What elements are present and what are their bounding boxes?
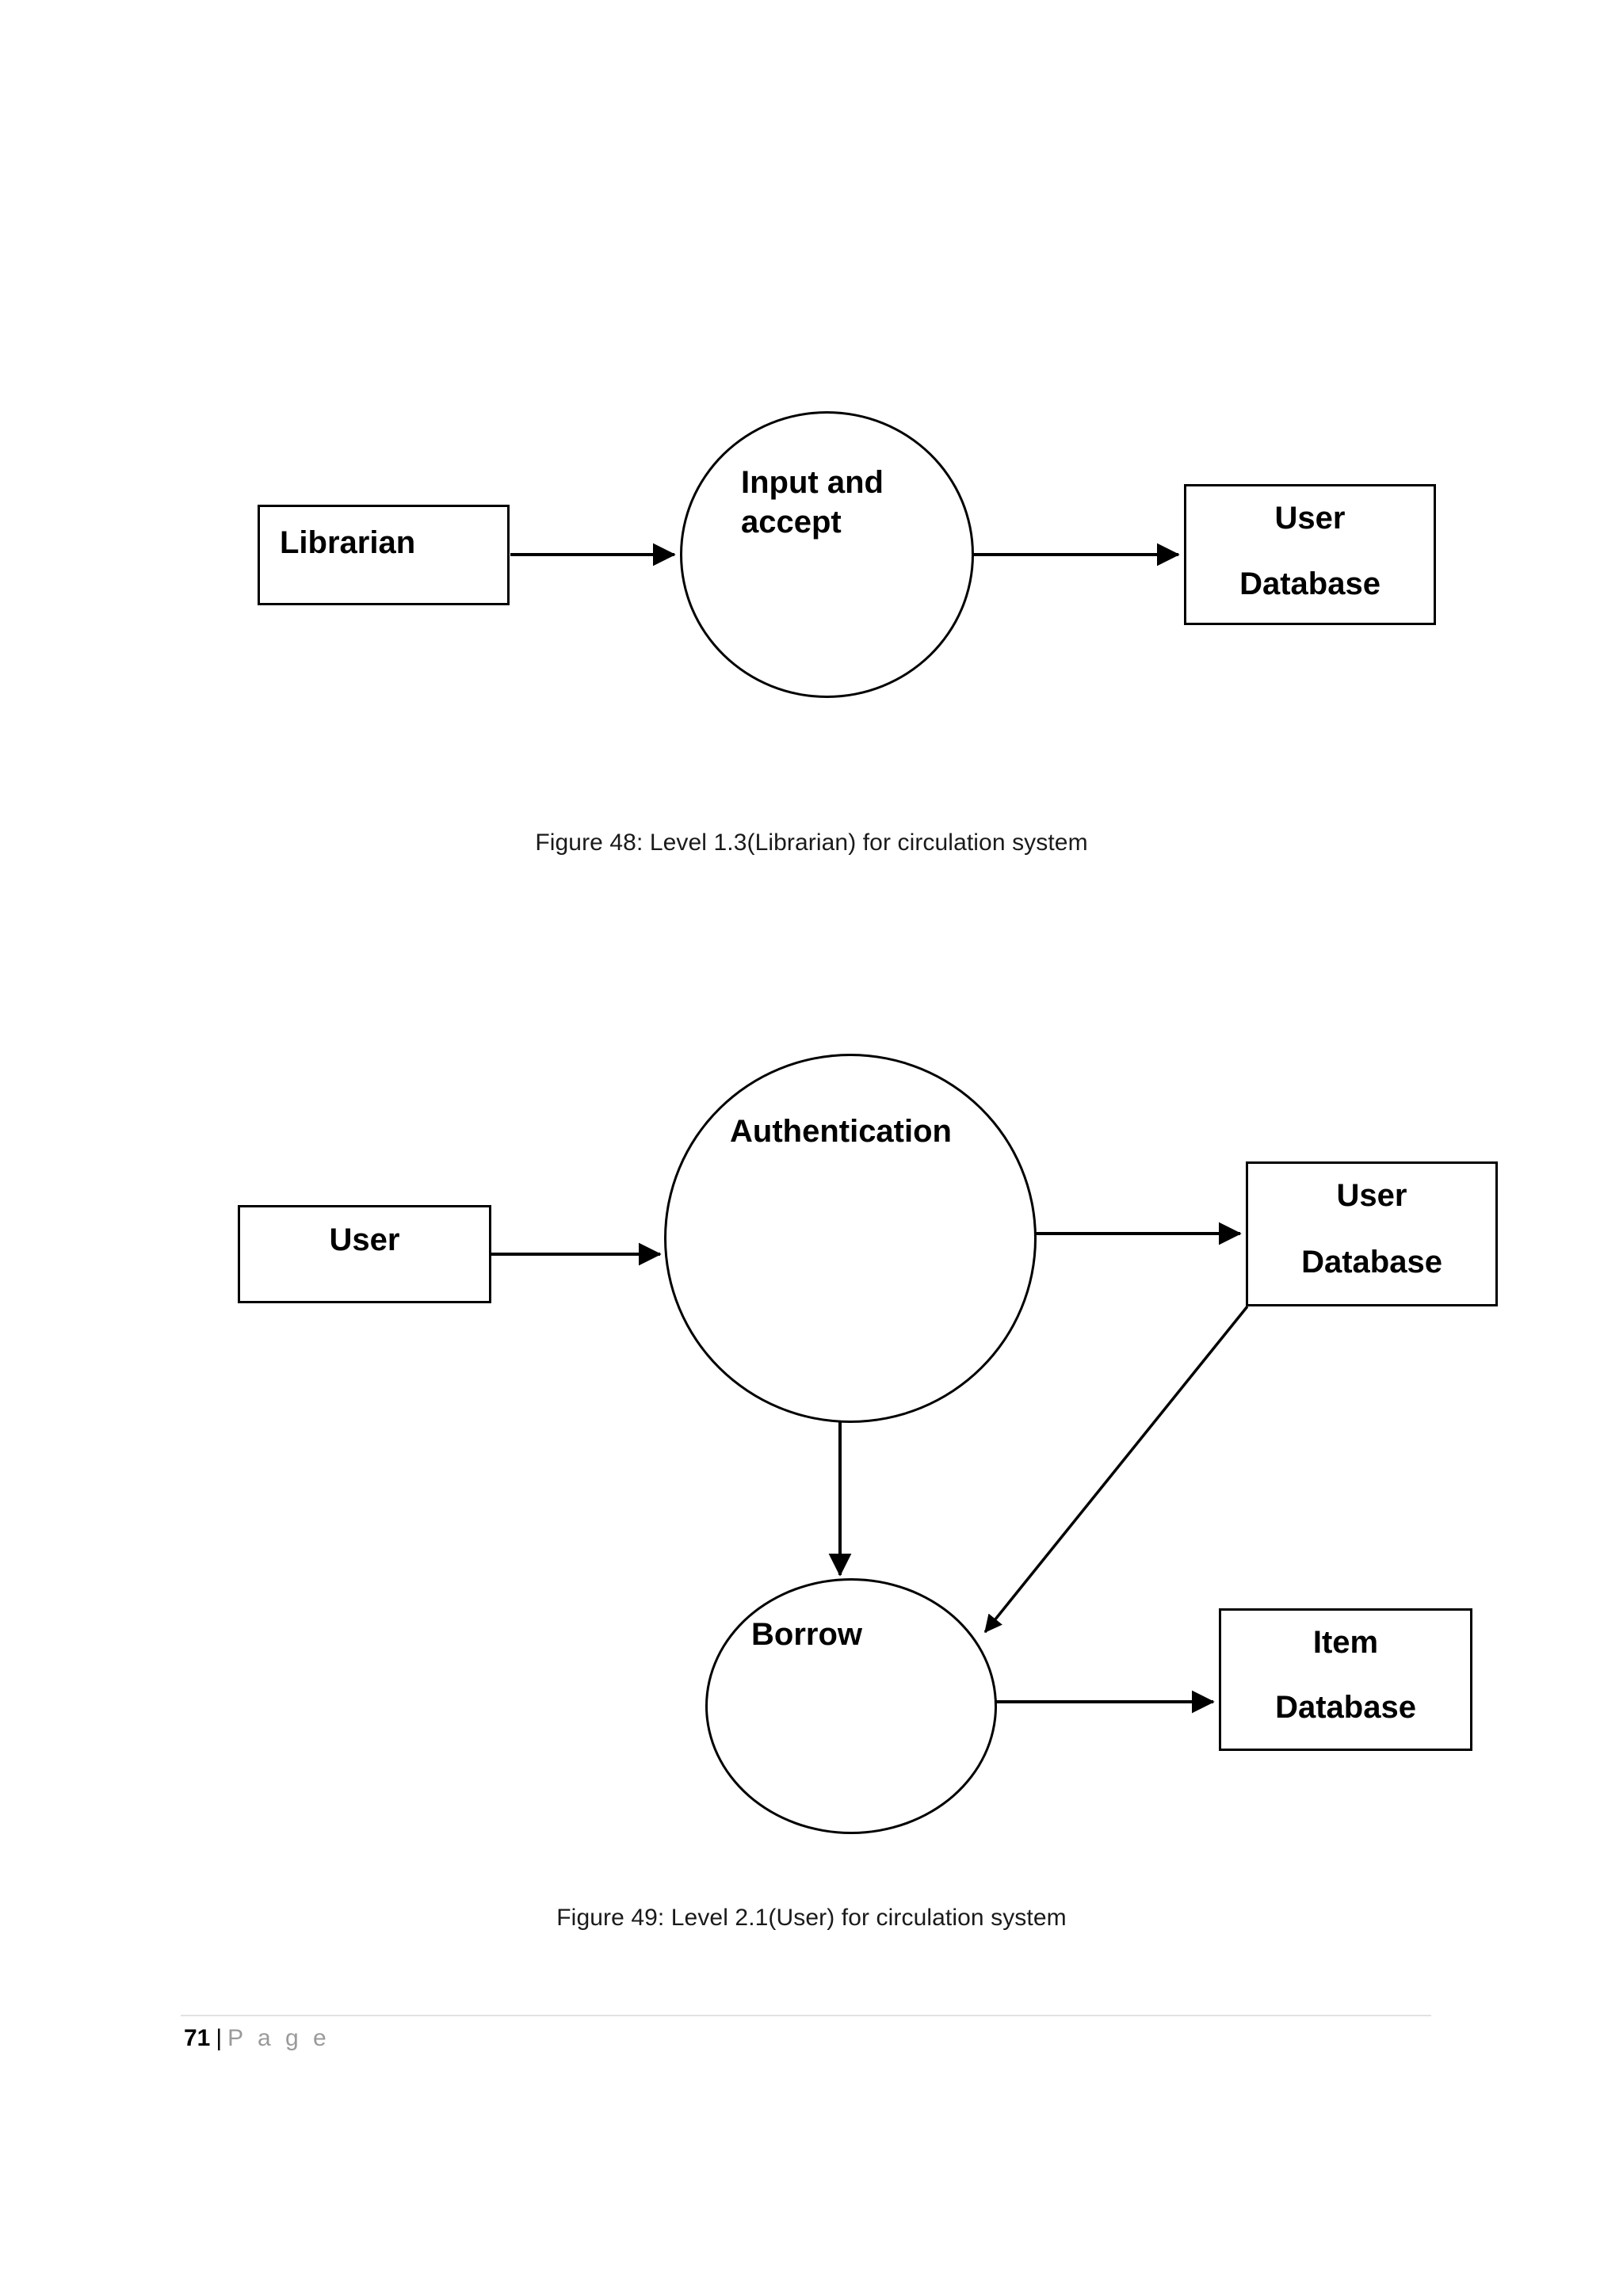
- node-input-and-accept-label: Input and accept: [741, 465, 884, 540]
- footer-page-label: P a g e: [227, 2025, 330, 2051]
- node-user-database-label-line2: Database: [1239, 566, 1381, 601]
- node-borrow[interactable]: [705, 1578, 997, 1834]
- figure-48-caption: Figure 48: Level 1.3(Librarian) for circ…: [535, 830, 1088, 856]
- footer-divider: [181, 2015, 1431, 2016]
- node-user-database-2-label-line1: User: [1336, 1178, 1407, 1213]
- node-user-database-2[interactable]: User Database: [1246, 1161, 1498, 1306]
- node-user-database-2-label-line2: Database: [1301, 1245, 1442, 1280]
- node-user-label: User: [329, 1222, 400, 1257]
- node-user[interactable]: User: [238, 1205, 491, 1303]
- node-librarian-label: Librarian: [280, 525, 416, 560]
- node-borrow-label: Borrow: [751, 1617, 862, 1652]
- node-user-database[interactable]: User Database: [1184, 484, 1436, 625]
- node-user-database-label-line1: User: [1274, 501, 1346, 536]
- figure-49-caption: Figure 49: Level 2.1(User) for circulati…: [556, 1905, 1067, 1931]
- node-item-database-label-line1: Item: [1312, 1625, 1379, 1660]
- node-authentication-label: Authentication: [730, 1114, 952, 1149]
- node-item-database-label-line2: Database: [1275, 1690, 1416, 1725]
- edge-user-database-to-borrow: [983, 1305, 1249, 1634]
- node-item-database[interactable]: Item Database: [1219, 1608, 1472, 1751]
- footer-page-number: 71: [184, 2025, 211, 2051]
- node-authentication[interactable]: [664, 1054, 1037, 1423]
- node-input-and-accept[interactable]: [680, 411, 974, 698]
- node-librarian[interactable]: Librarian: [258, 505, 510, 605]
- page-footer: 71 | P a g e: [184, 2025, 330, 2052]
- footer-separator: |: [216, 2025, 223, 2051]
